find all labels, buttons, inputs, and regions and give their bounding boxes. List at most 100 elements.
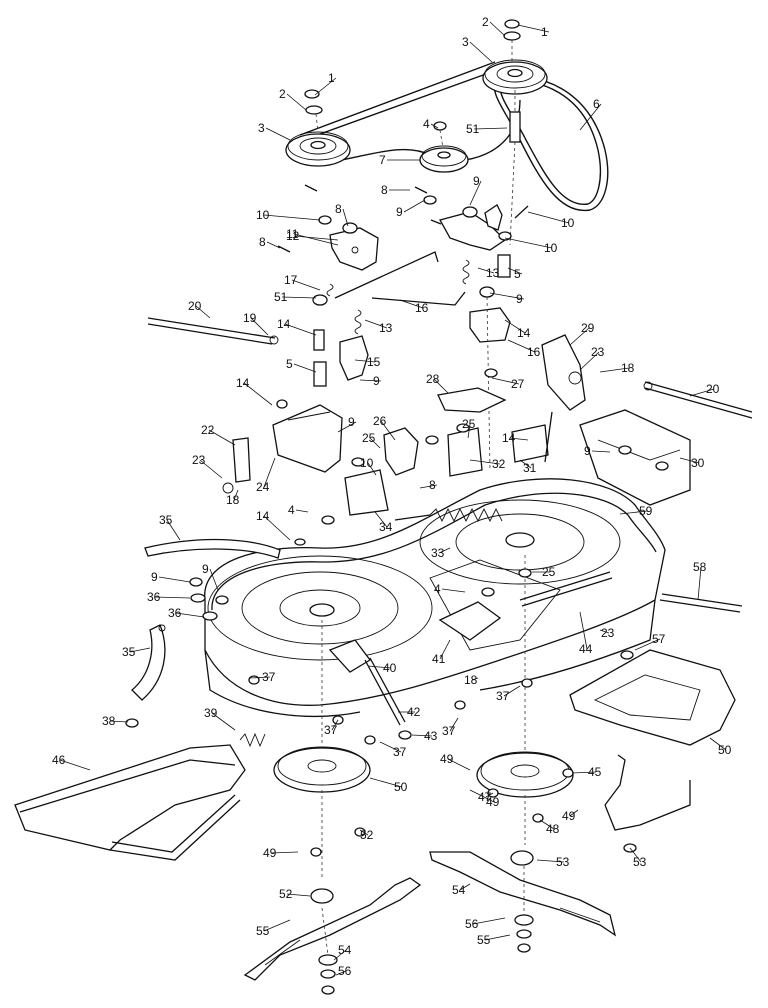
callout-leader (439, 639, 451, 660)
part-number-label: 39 (204, 706, 218, 720)
callout-leader (129, 647, 151, 653)
callout-leader (504, 319, 526, 334)
callout-leader (447, 758, 471, 771)
part-number-label: 28 (426, 372, 440, 386)
part-number-label: 29 (581, 321, 595, 335)
callout-leader (337, 421, 357, 433)
callout-leader (331, 719, 339, 731)
callout-leader (293, 363, 317, 373)
part-number-label: 56 (338, 964, 352, 978)
part-number-label: 13 (379, 321, 393, 335)
callout-leader (469, 459, 501, 465)
callout-leader (579, 103, 602, 131)
deck-hangers (222, 334, 691, 516)
part-number-label: 8 (381, 183, 388, 197)
part-number-label: 9 (584, 444, 591, 458)
callout-leader (263, 457, 276, 488)
part-number-label: 15 (367, 355, 381, 369)
part-number-label: 25 (362, 431, 376, 445)
discharge-chute (14, 732, 266, 861)
part-number-label: 51 (274, 290, 288, 304)
callout-leader (403, 199, 426, 213)
callout-leader (507, 267, 523, 275)
callout-leader (503, 685, 521, 697)
part-number-label: 12 (286, 229, 300, 243)
callout-leader (342, 208, 349, 227)
part-number-label: 59 (639, 504, 653, 518)
deflector-bracket (569, 593, 743, 831)
callout-leader (509, 437, 529, 441)
callout-leader (489, 21, 506, 37)
belt-drive-assembly (285, 19, 609, 246)
callout-leader (291, 279, 321, 291)
callout-leader (536, 859, 565, 863)
part-number-label: 48 (546, 822, 560, 836)
part-number-label: 8 (259, 235, 266, 249)
part-number-label: 37 (496, 689, 510, 703)
callout-leader (286, 893, 311, 897)
callout-leader (469, 180, 482, 206)
callout-leader (369, 777, 403, 788)
part-number-label: 16 (527, 345, 541, 359)
part-number-label: 37 (442, 724, 456, 738)
callout-leader (471, 677, 479, 681)
callout-leader (166, 519, 181, 541)
callout-leader (507, 339, 536, 353)
part-number-label: 52 (279, 887, 293, 901)
part-number-label: 9 (151, 570, 158, 584)
part-number-label: 2 (482, 15, 489, 29)
part-number-label: 43 (424, 729, 438, 743)
part-number-label: 58 (693, 560, 707, 574)
part-number-label: 27 (511, 377, 525, 391)
callout-leader (374, 511, 388, 528)
part-number-label: 34 (379, 520, 393, 534)
callout-leader (484, 934, 511, 941)
part-number-label: 50 (718, 743, 732, 757)
callout-leader (333, 949, 347, 961)
part-number-label: 49 (562, 809, 576, 823)
part-number-label: 54 (338, 943, 352, 957)
part-number-label: 20 (188, 299, 202, 313)
callout-leader (489, 292, 525, 300)
callout-leader (679, 457, 700, 464)
part-number-label: 35 (122, 645, 136, 659)
callout-leader (438, 547, 451, 554)
part-number-label: 9 (516, 292, 523, 306)
part-number-label: 10 (360, 456, 374, 470)
idler-pulley (419, 145, 469, 173)
part-number-label: 23 (192, 453, 206, 467)
part-number-label: 55 (256, 924, 270, 938)
part-number-label: 24 (256, 480, 270, 494)
callout-leader (158, 576, 191, 583)
callout-leader (314, 77, 337, 96)
part-number-label: 1 (541, 25, 548, 39)
part-number-label: 18 (226, 493, 240, 507)
fasteners (125, 368, 637, 857)
callout-leader (571, 771, 597, 774)
part-number-label: 2 (279, 87, 286, 101)
callout-leader (579, 611, 588, 650)
callout-leader (199, 459, 223, 479)
callout-leader (569, 809, 579, 817)
callout-leader (243, 382, 273, 406)
part-number-label: 4 (288, 503, 295, 517)
part-number-label: 51 (466, 122, 480, 136)
callout-leader (250, 317, 269, 336)
callout-leader (263, 515, 291, 541)
part-number-label: 54 (452, 883, 466, 897)
callout-leader (629, 847, 642, 863)
part-number-label: 55 (477, 933, 491, 947)
part-number-label: 5 (514, 267, 521, 281)
part-number-label: 19 (243, 311, 257, 325)
part-number-label: 50 (394, 780, 408, 794)
part-number-label: 14 (517, 326, 531, 340)
callout-leader (467, 423, 471, 439)
part-number-label: 9 (473, 174, 480, 188)
callout-leader (249, 676, 271, 679)
callout-leader (109, 720, 129, 723)
callout-leader (441, 588, 466, 593)
part-number-label: 37 (262, 670, 276, 684)
callout-leader (380, 420, 396, 441)
part-number-label: 17 (284, 273, 298, 287)
